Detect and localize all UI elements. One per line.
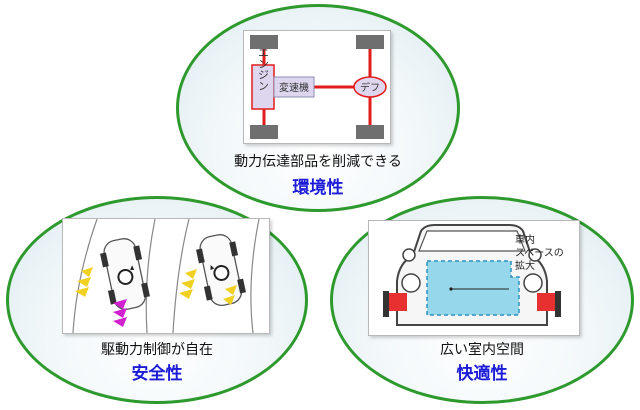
motor-right [537,293,557,311]
headlight-right [523,273,543,293]
comfort-caption: 広い室内空間 [440,342,524,358]
car-right [196,234,246,307]
annotation-line-3: 拡大 [515,259,535,272]
driving-force-diagram [62,218,270,334]
environment-caption: 動力伝達部品を削減できる [234,154,402,170]
differential-ellipse [353,76,387,98]
tire-left [383,291,389,317]
motor-left [387,293,407,311]
environment-title: 環境性 [292,178,344,198]
annotation-line-1: 車内 [515,233,535,246]
cabin-space-area [426,260,520,316]
annotation-line-2: スペースの [515,248,564,259]
lane-line-1 [72,219,98,333]
arrows-yellow-left [75,267,93,297]
arrows-yellow-right [179,269,237,305]
windshield [418,230,526,252]
lane-line-2 [145,219,156,333]
lane-line-3 [172,219,190,333]
tire-right [555,291,561,317]
tire-rear-left [250,125,278,139]
car-left [100,238,150,311]
engine-label: エンジン [257,47,270,91]
transmission-label: 変速機 [279,81,309,94]
tire-front-right [356,35,384,49]
mirror-left [402,248,416,262]
lane-line-4 [250,219,260,333]
drivetrain-diagram: エンジン 変速機 デフ [243,30,391,144]
cabin-space-diagram: 車内 スペースの 拡大 [368,220,580,336]
comfort-title: 快適性 [456,364,508,384]
mirror-right [528,248,542,262]
safety-caption: 駆動力制御が自在 [101,342,213,358]
transmission-box [273,76,315,98]
safety-title: 安全性 [131,364,183,384]
headlight-left [401,273,421,293]
differential-label: デフ [360,81,380,94]
tire-rear-right [356,125,384,139]
tire-front-left [250,35,278,49]
arrows-magenta-left [113,299,127,327]
